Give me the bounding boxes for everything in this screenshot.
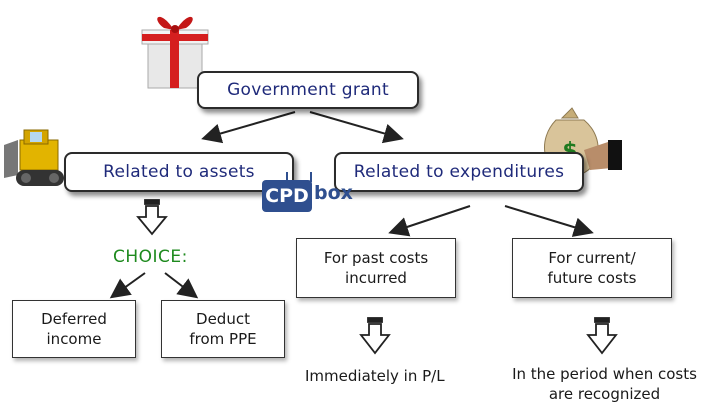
cpdbox-logo: CPD box bbox=[262, 172, 354, 214]
label-period-recognized: In the period when costs are recognized bbox=[512, 365, 697, 403]
arrow-choice-deduct bbox=[164, 272, 199, 299]
logo-cpd: CPD bbox=[262, 180, 312, 212]
node-current-future-costs: For current/ future costs bbox=[512, 238, 672, 298]
block-arrow-past bbox=[359, 317, 391, 355]
node-related-to-assets: Related to assets bbox=[64, 152, 294, 192]
node-past-costs: For past costs incurred bbox=[296, 238, 456, 298]
arrow-root-expenditures bbox=[309, 111, 404, 144]
label-immediately-pl: Immediately in P/L bbox=[305, 367, 445, 385]
arrow-choice-deferred bbox=[109, 272, 146, 299]
choice-label: CHOICE: bbox=[113, 247, 188, 267]
bulldozer-icon bbox=[4, 129, 64, 186]
gift-icon bbox=[141, 16, 209, 89]
node-related-to-expenditures: Related to expenditures bbox=[334, 152, 584, 192]
block-arrow-current bbox=[586, 317, 618, 355]
node-government-grant: Government grant bbox=[197, 71, 419, 109]
block-arrow-assets bbox=[136, 199, 168, 236]
arrow-root-assets bbox=[201, 111, 296, 144]
arrow-exp-past bbox=[388, 205, 471, 237]
logo-antenna bbox=[286, 172, 312, 182]
arrow-exp-current bbox=[504, 205, 594, 237]
logo-box: box bbox=[314, 182, 353, 204]
node-deduct-from-ppe: Deduct from PPE bbox=[161, 300, 285, 358]
node-deferred-income: Deferred income bbox=[12, 300, 136, 358]
